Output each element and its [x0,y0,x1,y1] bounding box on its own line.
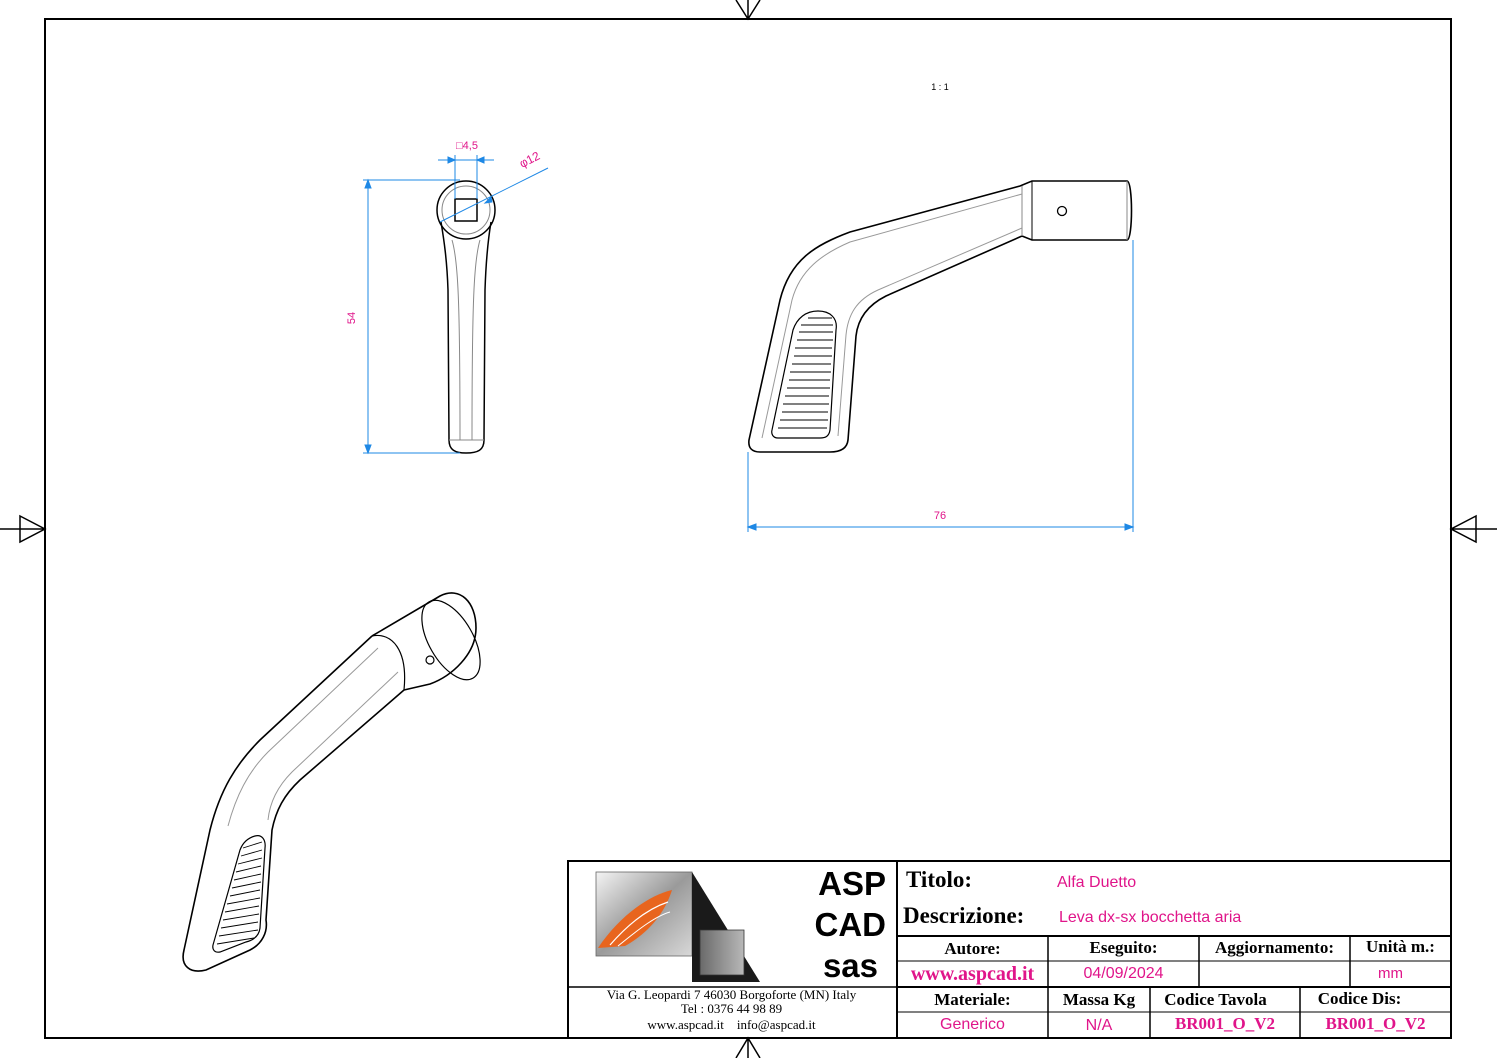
dimension-square: □4,5 [456,140,478,152]
isometric-lever-outline [182,635,405,972]
scale-label: 1 : 1 [931,82,949,92]
isometric-pin-hole [425,655,435,665]
front-view-lever-body [440,221,492,454]
company-email-link[interactable]: info@aspcad.it [736,1017,816,1032]
side-view-dimensions [746,240,1135,532]
dimension-height: 54 [346,312,358,324]
title-block [567,860,1452,1039]
side-view-pin-hole [1056,205,1068,217]
company-web-link[interactable]: www.aspcad.it [647,1017,724,1032]
side-view [748,180,1133,453]
front-view-head-circle [436,180,496,240]
side-view-grip-pad [771,310,837,439]
right-center-mark [1449,514,1497,544]
left-center-mark [0,514,47,544]
dimension-diameter: φ12 [517,148,542,170]
side-view-lever-outline [748,180,1133,453]
isometric-grip-ribs [216,841,263,945]
side-view-grip-ribs [778,317,833,429]
company-contacts: www.aspcad.it info@aspcad.it [568,1017,895,1033]
isometric-cylinder [371,592,477,691]
aspcad-logo-icon [595,871,760,982]
bottom-center-mark [735,1036,761,1058]
dimension-width: 76 [934,510,946,522]
isometric-grip-pad [212,835,266,953]
front-view-dimensions [363,155,549,455]
front-view-square-hole [454,198,478,222]
isometric-view [182,592,481,972]
front-view [436,180,496,454]
top-center-mark [735,0,761,21]
